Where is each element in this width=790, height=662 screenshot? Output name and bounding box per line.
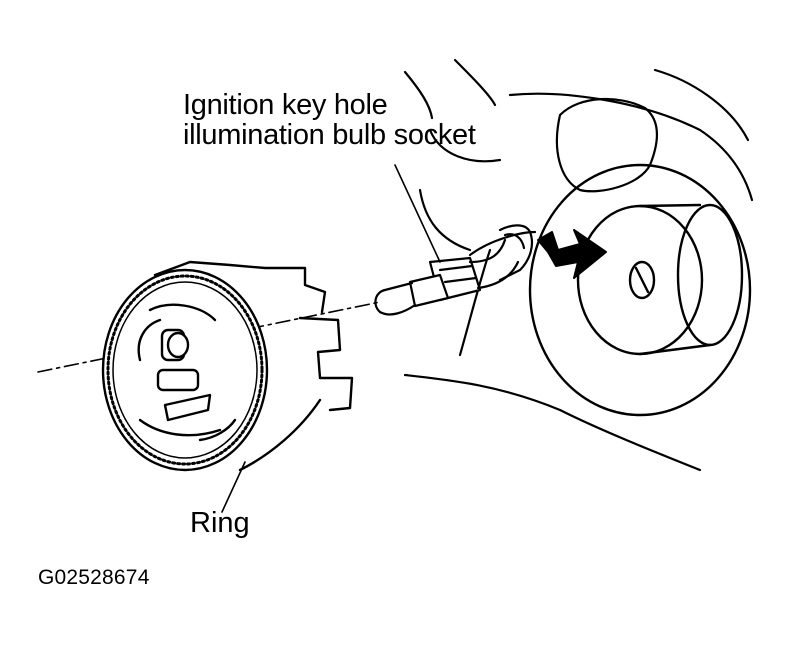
socket-leader-line — [394, 164, 441, 263]
figure-code: G02528674 — [38, 566, 150, 589]
lens-housing — [101, 260, 354, 472]
insertion-direction-arrow — [537, 229, 607, 279]
ring-leader-line — [221, 461, 246, 513]
illumination-bulb-socket — [374, 224, 534, 316]
socket-label-line-2: illumination bulb socket — [183, 119, 476, 152]
ring-callout-label: Ring — [190, 507, 250, 539]
socket-callout-label: Ignition key hole illumination bulb sock… — [183, 90, 476, 151]
ignition-key-cylinder — [528, 163, 752, 417]
socket-label-line-1: Ignition key hole — [183, 89, 388, 121]
